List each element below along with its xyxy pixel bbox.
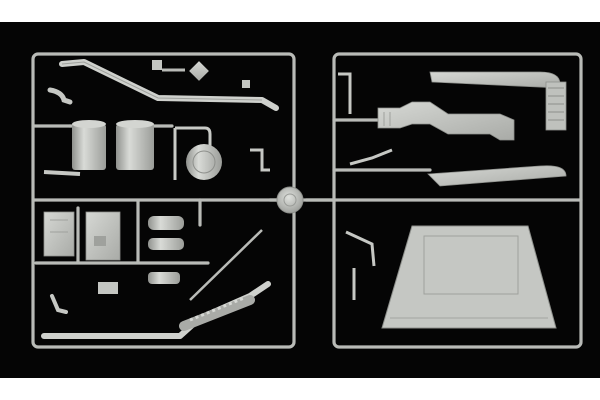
center-hub <box>276 186 304 214</box>
fuel-tank-left <box>72 120 106 170</box>
exhaust-pipe-upper <box>59 59 279 111</box>
air-intake-duct <box>377 101 515 141</box>
air-tank-lower <box>148 216 184 250</box>
tool-box <box>85 211 121 261</box>
mudguard-panel-lower <box>427 165 567 187</box>
ribbed-panel <box>545 81 567 131</box>
cab-rear-panel <box>381 225 557 329</box>
bent-handle <box>345 230 376 267</box>
small-hook <box>50 294 68 314</box>
exhaust-pipe-lower <box>41 281 271 339</box>
battery-box <box>43 211 75 257</box>
small-block <box>242 80 250 88</box>
small-cylinder <box>148 272 180 284</box>
diagonal-runner <box>189 229 263 301</box>
hose-loop <box>173 126 212 180</box>
fuel-tank-right <box>116 120 154 170</box>
rod-part <box>43 170 81 176</box>
round-tank <box>186 144 222 180</box>
bent-rod <box>250 148 270 172</box>
thin-rod <box>349 148 393 166</box>
small-plate <box>98 282 118 294</box>
elbow-pipe <box>47 87 73 105</box>
vertical-rod <box>338 72 352 114</box>
